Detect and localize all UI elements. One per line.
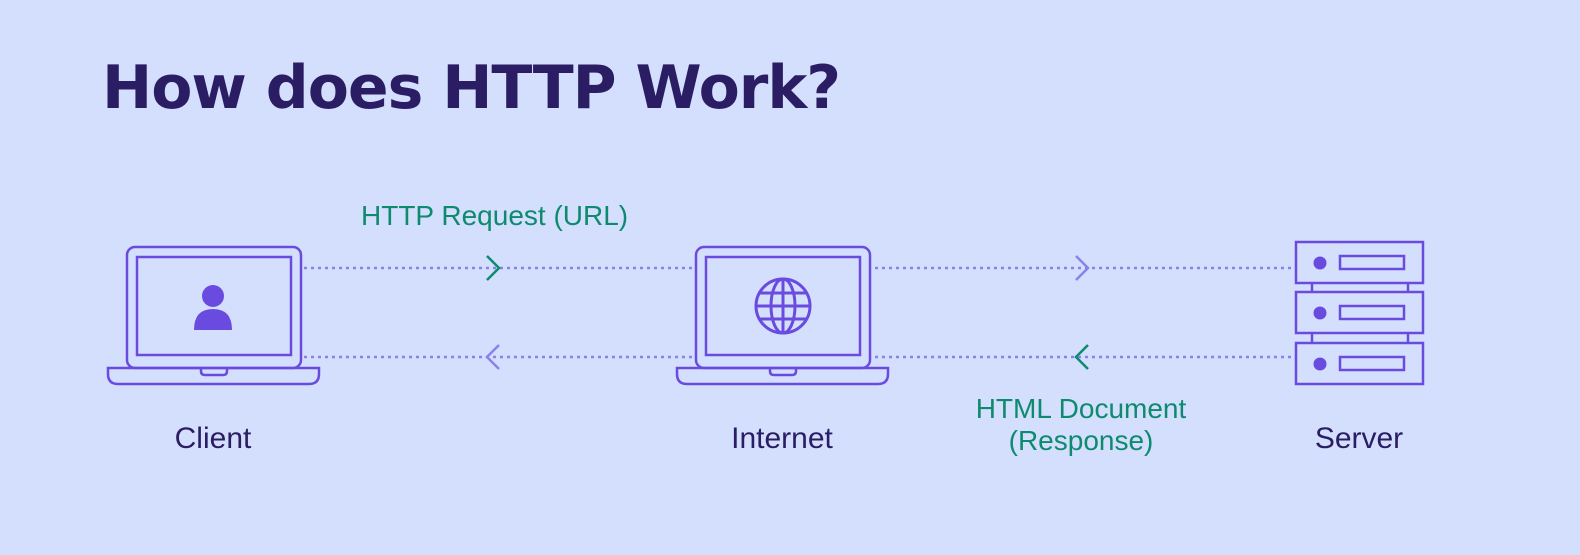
request-arrow-icon-2 <box>1075 255 1090 281</box>
response-label-line1: HTML Document <box>975 393 1187 424</box>
request-arrow-icon <box>486 255 501 281</box>
client-laptop-icon <box>106 245 321 386</box>
server-label: Server <box>1314 422 1404 455</box>
server-rack-icon <box>1294 240 1425 386</box>
internet-label: Internet <box>731 422 833 455</box>
page-title: How does HTTP Work? <box>102 53 841 123</box>
response-arrow-icon-2 <box>485 344 500 370</box>
response-label-line2: (Response) <box>1008 425 1154 457</box>
response-arrow-icon <box>1074 344 1089 370</box>
server-status-lights <box>1313 256 1327 371</box>
request-label: HTTP Request (URL) <box>361 200 629 231</box>
internet-laptop-icon <box>675 245 890 386</box>
person-icon <box>194 285 232 330</box>
response-label: HTML Document (Response) <box>955 393 1207 457</box>
globe-icon <box>754 277 812 335</box>
client-label: Client <box>174 422 252 455</box>
response-path <box>304 344 1296 370</box>
request-path <box>304 255 1296 281</box>
